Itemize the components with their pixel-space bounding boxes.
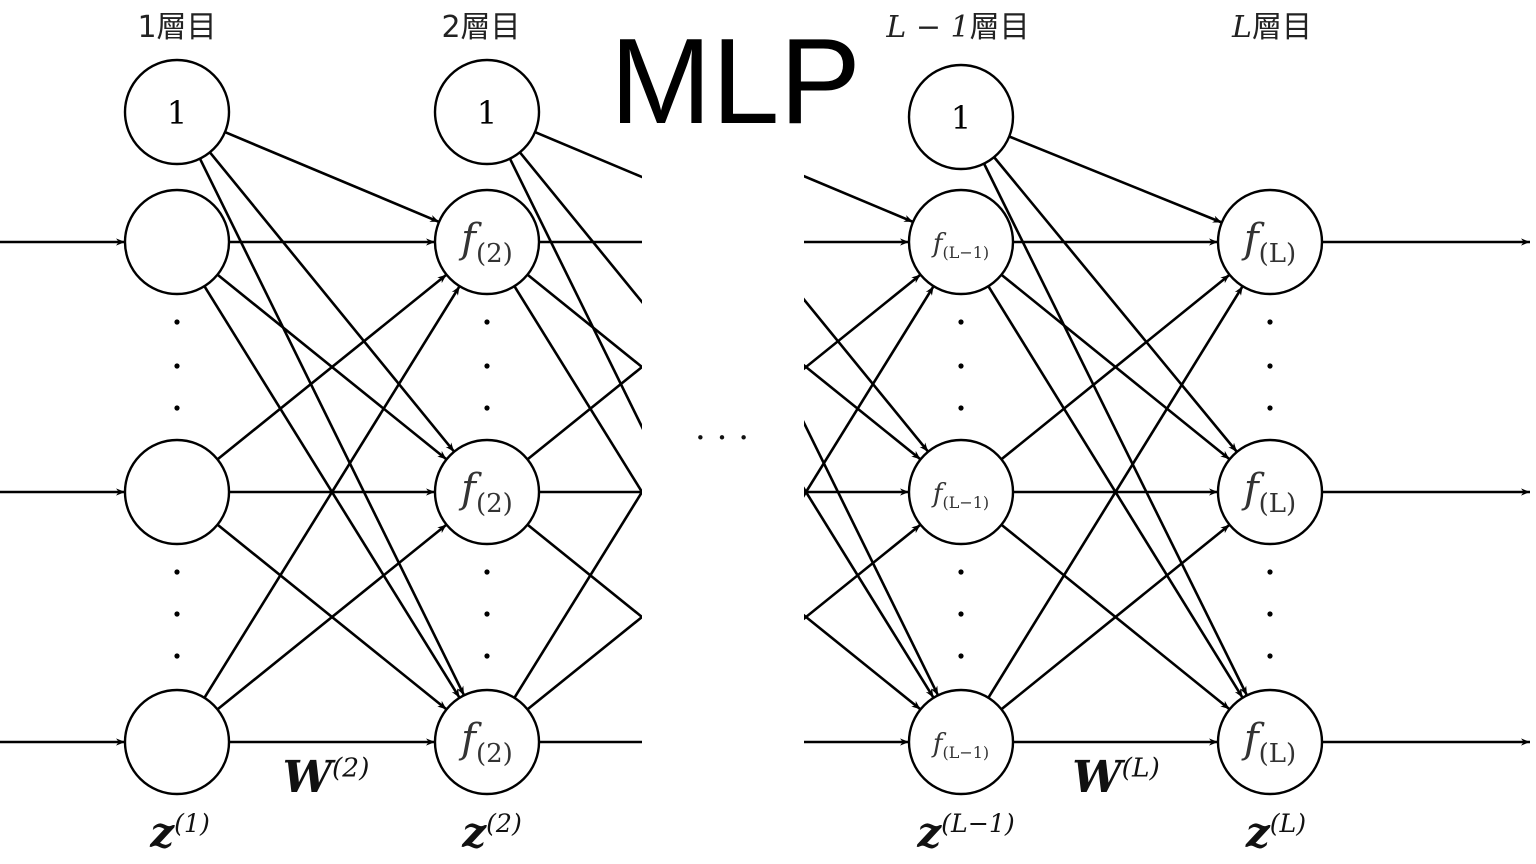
ellipsis-dot — [1267, 653, 1273, 659]
neuron-node — [123, 688, 231, 796]
bias-value: 1 — [167, 94, 187, 132]
activation-label: f(L−1) — [931, 479, 989, 512]
ellipsis-dot — [958, 319, 964, 325]
weight-edge — [1000, 273, 1231, 461]
ellipsis-dot — [958, 653, 964, 659]
ellipsis-dot — [174, 653, 180, 659]
ellipsis-dot — [174, 611, 180, 617]
weight-matrix-l: W(L) — [1072, 752, 1160, 803]
weight-edge — [804, 297, 930, 453]
weight-edge — [216, 273, 448, 461]
weight-edge — [982, 163, 1249, 696]
weight-edge — [526, 273, 642, 369]
ellipsis-dot — [174, 569, 180, 575]
bias-node — [433, 58, 541, 166]
ellipsis-dot — [1267, 611, 1273, 617]
activation-label: f(L) — [1241, 466, 1296, 519]
neuron-node — [907, 688, 1015, 796]
layer-2-label: 2層目 — [441, 10, 521, 45]
ellipsis-dot — [1267, 363, 1273, 369]
z-1-label: z(1) — [150, 808, 210, 857]
ellipsis-dot — [174, 363, 180, 369]
weight-edge — [804, 523, 922, 621]
weight-edge — [804, 285, 935, 498]
ellipsis-dot — [484, 405, 490, 411]
neuron-node — [907, 188, 1015, 296]
weight-edge — [224, 130, 440, 224]
weight-edge — [993, 156, 1238, 453]
weight-edge — [526, 615, 642, 711]
ellipsis-dot — [1267, 405, 1273, 411]
bias-node — [907, 63, 1015, 171]
neuron-node — [433, 438, 541, 546]
layer-l-minus-1-label: L − 1層目 — [886, 10, 1030, 45]
z-2-label: z(2) — [462, 808, 522, 857]
ellipsis-dot — [958, 363, 964, 369]
weight-edge — [203, 285, 461, 699]
neuron-node — [123, 188, 231, 296]
weight-edge — [987, 285, 1244, 699]
ellipsis-dot — [174, 405, 180, 411]
neuron-node — [433, 688, 541, 796]
neuron-node — [123, 438, 231, 546]
neuron-node — [433, 188, 541, 296]
weight-edge — [1008, 135, 1223, 224]
layer-1-label: 1層目 — [137, 10, 217, 45]
bias-value: 1 — [477, 94, 497, 132]
layer-l-label: L層目 — [1232, 10, 1312, 45]
ellipsis-dot — [484, 319, 490, 325]
z-l-label: z(L) — [1245, 808, 1307, 857]
weight-edge — [804, 419, 940, 696]
ellipsis-dot — [484, 569, 490, 575]
ellipsis-dot — [484, 363, 490, 369]
weight-edge — [526, 523, 642, 619]
weight-edge — [216, 523, 448, 711]
weight-edge — [208, 151, 456, 453]
weight-edge — [804, 273, 922, 371]
ellipsis-dot — [958, 611, 964, 617]
neuron-node — [1216, 438, 1324, 546]
bias-value: 1 — [951, 99, 971, 137]
weight-edge — [508, 158, 642, 430]
weight-matrix-2: W(2) — [282, 752, 370, 803]
weight-edge — [804, 174, 914, 224]
neuron-node — [1216, 188, 1324, 296]
layer-ellipsis: · · · — [694, 418, 750, 458]
weight-edge — [534, 130, 642, 179]
ellipsis-dot — [484, 611, 490, 617]
weight-edge — [1000, 523, 1231, 711]
weight-edge — [513, 285, 642, 495]
weight-edge — [526, 365, 642, 461]
ellipsis-dot — [174, 319, 180, 325]
ellipsis-dot — [1267, 319, 1273, 325]
ellipsis-dot — [484, 653, 490, 659]
neuron-node — [1216, 688, 1324, 796]
ellipsis-dot — [1267, 569, 1273, 575]
weight-edge — [198, 158, 466, 696]
activation-label: f(2) — [458, 466, 513, 519]
neuron-node — [907, 438, 1015, 546]
ellipsis-dot — [958, 405, 964, 411]
activation-label: f(L) — [1241, 716, 1296, 769]
weight-edge — [513, 489, 642, 699]
activation-label: f(2) — [458, 216, 513, 269]
bias-node — [123, 58, 231, 166]
diagram-title: MLP — [610, 13, 861, 149]
weight-edge — [518, 151, 642, 305]
ellipsis-dot — [958, 569, 964, 575]
z-l-minus-1-label: z(L−1) — [917, 808, 1015, 857]
